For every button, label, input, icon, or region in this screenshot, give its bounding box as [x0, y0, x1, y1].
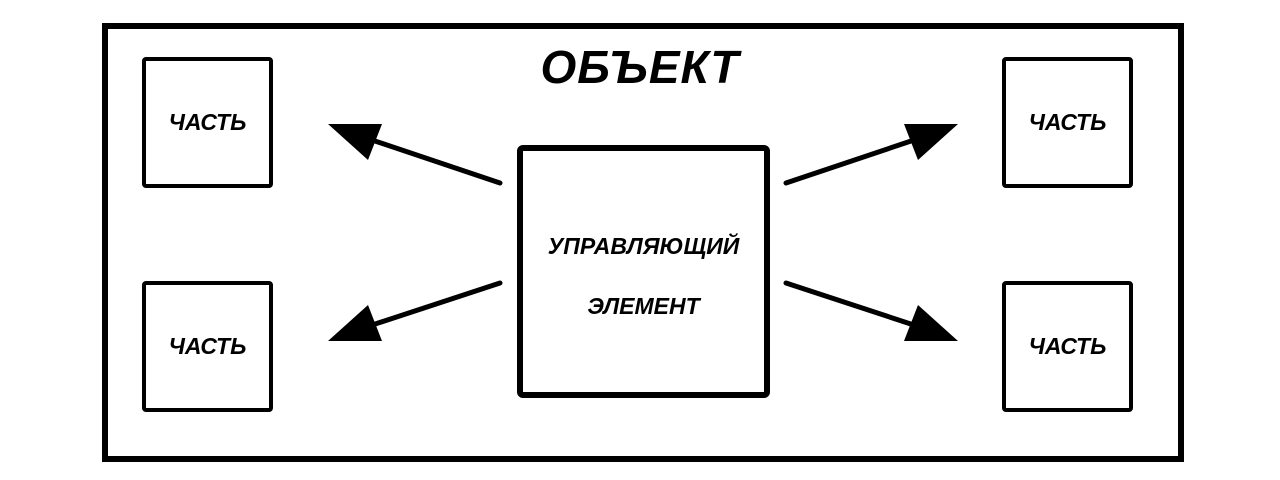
part-label: ЧАСТЬ — [1028, 333, 1107, 359]
diagram-title: ОБЪЕКТ — [540, 41, 740, 93]
part-box-top-right: ЧАСТЬ — [1002, 57, 1133, 188]
part-box-top-left: ЧАСТЬ — [142, 57, 273, 188]
controller-label-line2: ЭЛЕМЕНТ — [587, 293, 700, 319]
part-label: ЧАСТЬ — [168, 333, 247, 359]
part-label: ЧАСТЬ — [1028, 109, 1107, 135]
controller-label-line1: УПРАВЛЯЮЩИЙ — [547, 233, 740, 259]
part-label: ЧАСТЬ — [168, 109, 247, 135]
part-box-bottom-right: ЧАСТЬ — [1002, 281, 1133, 412]
controller-box: УПРАВЛЯЮЩИЙ ЭЛЕМЕНТ — [517, 145, 770, 398]
part-box-bottom-left: ЧАСТЬ — [142, 281, 273, 412]
